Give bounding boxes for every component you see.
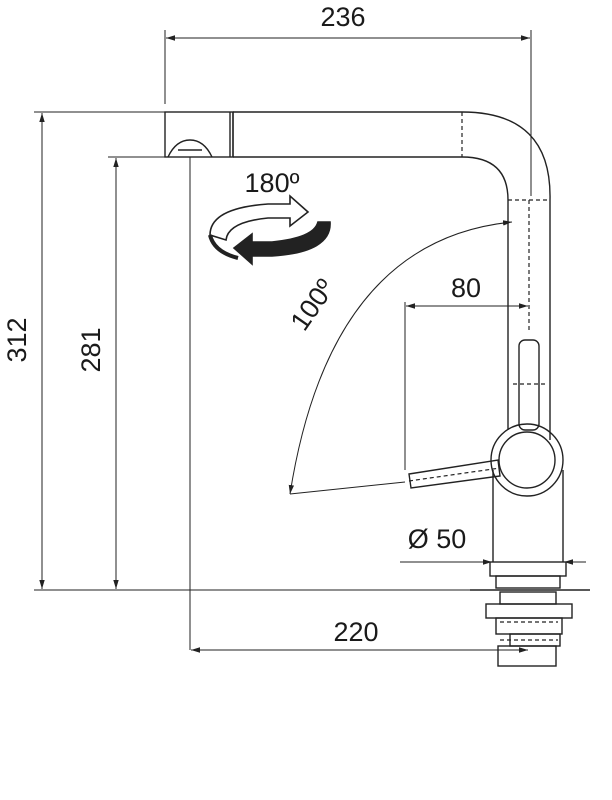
dimension-label-50: Ø 50 bbox=[408, 524, 467, 554]
rotate-arrows-icon bbox=[208, 194, 331, 266]
mounting-base bbox=[470, 561, 590, 667]
angle-label-180: 180º bbox=[245, 168, 300, 198]
dimension-236: 236 bbox=[164, 2, 532, 196]
dimension-label-236: 236 bbox=[320, 2, 365, 32]
dimension-label-220: 220 bbox=[333, 617, 378, 647]
dimension-281: 281 bbox=[76, 156, 170, 589]
dimension-80: 80 bbox=[404, 273, 528, 470]
dimension-220: 220 bbox=[191, 617, 528, 653]
angle-100: 100º bbox=[285, 220, 513, 495]
dimension-label-80: 80 bbox=[451, 273, 481, 303]
spout bbox=[164, 111, 551, 650]
dimension-312: 312 bbox=[2, 111, 500, 591]
angle-label-100: 100º bbox=[285, 274, 341, 336]
dimension-label-281: 281 bbox=[76, 327, 106, 372]
dimension-label-312: 312 bbox=[2, 317, 32, 362]
dimension-diameter-50: Ø 50 bbox=[400, 524, 586, 565]
rotation-180: 180º bbox=[208, 168, 331, 266]
